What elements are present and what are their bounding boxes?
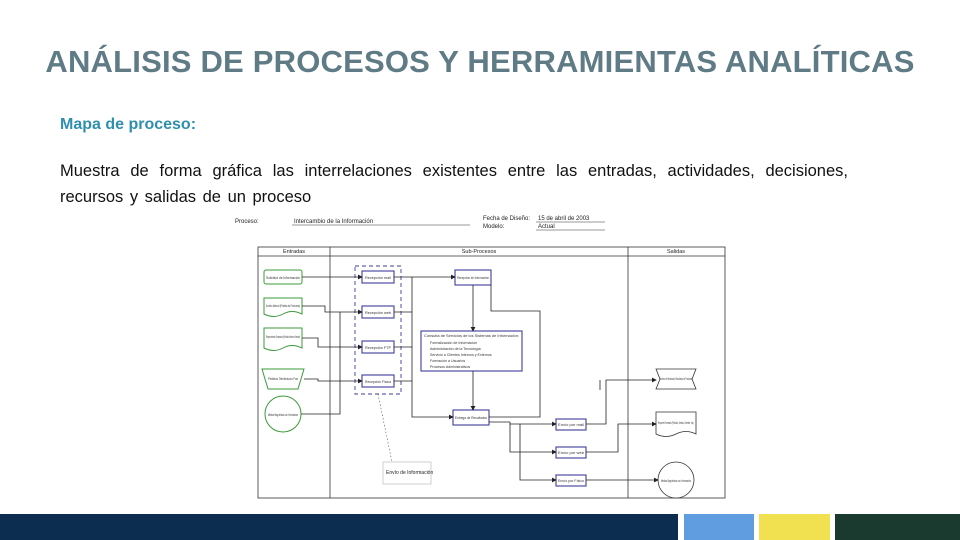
lane-inputs-header: Entradas — [283, 249, 305, 255]
output-results-file-label: Archivo de Resultados, Resultados de Pro… — [660, 377, 692, 381]
slide-subtitle: Mapa de proceso: — [60, 116, 197, 133]
input-manual-file-label: Archivo Manual (Pedidos de Productos) — [266, 303, 300, 308]
output-reports-label: Reportes Formales (Pedidos, Ventas, Clie… — [658, 421, 694, 425]
results-delivery-label: Entrega de Resultados — [455, 416, 487, 420]
lane-outputs-header: Salidas — [667, 249, 685, 255]
input-company-request-label: Requerimiento Empresas (Pedidos Internos… — [266, 334, 300, 339]
input-phone-fax-label: Pedidos Telefónicos Fax — [268, 376, 298, 381]
output-magnetic-media-label: Medios Magnéticos con Información — [661, 479, 691, 483]
slide-title: ANÁLISIS DE PROCESOS Y HERRAMIENTAS ANAL… — [45, 44, 915, 79]
send-web-label: Envío por web — [558, 451, 584, 455]
slide-description: Muestra de forma gráfica las interrelaci… — [60, 162, 848, 206]
date-value: 15 de abril de 2003 — [538, 216, 590, 222]
services-item: Administración de la Tecnología — [430, 347, 481, 351]
send-information-annotation: Envío de Información — [386, 470, 433, 476]
footer-bar-green — [835, 514, 960, 540]
input-manual-file-shape — [263, 297, 303, 317]
output-reports-shape — [655, 411, 697, 437]
footer-bar-navy — [0, 514, 678, 540]
reception-physical-label: Recepción Física — [365, 380, 392, 384]
information-reception-label: Recepción de Información — [457, 276, 489, 280]
input-company-request-shape — [263, 327, 303, 351]
reception-web-label: Recepción web — [365, 311, 391, 315]
input-request-label: Solicitud de Información — [266, 275, 300, 280]
services-item: Servicio a Clientes Internos y Externos — [430, 353, 492, 357]
model-value: Actual — [538, 224, 555, 230]
services-item: Formalización de Información — [430, 341, 477, 345]
services-item: Procesos Administrativos — [430, 365, 470, 369]
diagram-frame — [257, 246, 726, 499]
send-physical-label: Envío por Físico — [558, 479, 584, 483]
output-results-file-shape — [655, 368, 697, 390]
footer-bar-blue — [684, 514, 754, 540]
date-label: Fecha de Diseño: — [483, 216, 530, 222]
services-box — [420, 330, 523, 372]
lane-subprocesses-header: Sub-Procesos — [462, 249, 497, 255]
reception-mail-label: Recepción mail — [365, 276, 391, 280]
reception-ftp-label: Recepción FTP — [365, 346, 391, 350]
model-label: Modelo: — [483, 224, 505, 230]
services-item: Formación a Usuarios — [430, 359, 465, 363]
services-title: Consulta de Servicios de los Sistemas de… — [424, 334, 519, 338]
process-label: Proceso: — [235, 219, 259, 225]
input-phone-fax-shape — [261, 368, 305, 390]
input-magnetic-media-label: Medios Magnéticos con Información — [268, 412, 298, 417]
send-mail-label: Envío por mail — [558, 423, 584, 427]
process-value: Intercambio de la Información — [294, 219, 373, 225]
footer-bar-yellow — [759, 514, 830, 540]
